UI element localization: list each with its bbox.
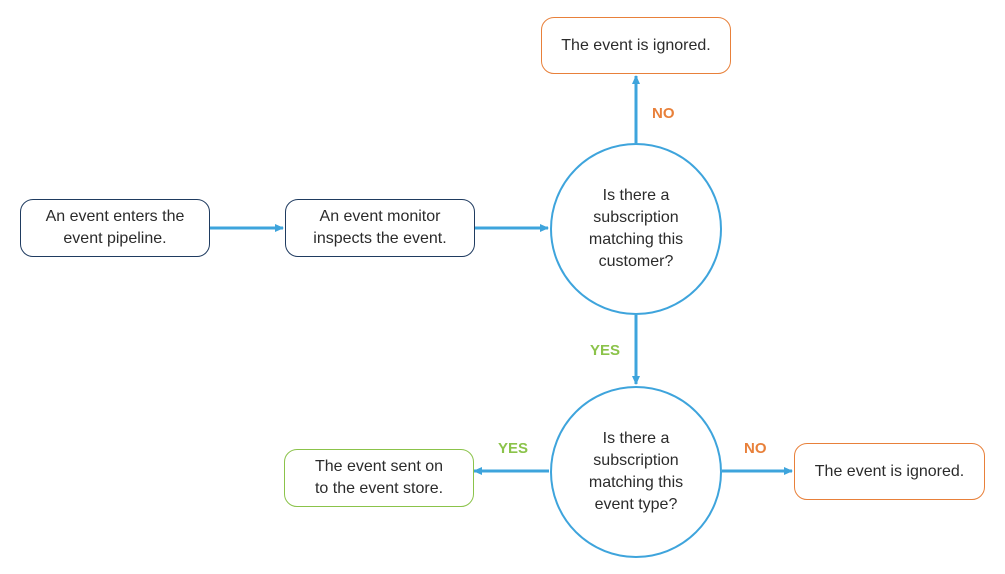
yes-label-middle: YES [590, 342, 621, 359]
customer-subscription-question: Is there a subscription matching this cu… [588, 187, 684, 270]
no-label-right: NO [744, 440, 767, 457]
ignored-top-box: The event is ignored. [541, 17, 731, 74]
event-type-subscription-decision: Is there a subscription matching this ev… [550, 386, 722, 558]
ignored-top-text: The event is ignored. [561, 36, 711, 54]
customer-subscription-decision: Is there a subscription matching this cu… [550, 143, 722, 315]
event-sent-text: The event sent on to the event store. [314, 458, 444, 497]
event-monitor-text: An event monitor inspects the event. [313, 208, 447, 247]
ignored-right-box: The event is ignored. [794, 443, 985, 500]
event-enters-pipeline-box: An event enters the event pipeline. [20, 199, 210, 257]
event-monitor-box: An event monitor inspects the event. [285, 199, 475, 257]
event-enters-pipeline-text: An event enters the event pipeline. [45, 208, 185, 247]
event-sent-box: The event sent on to the event store. [284, 449, 474, 507]
ignored-right-text: The event is ignored. [814, 462, 965, 480]
yes-label-left: YES [498, 440, 529, 457]
no-label-top: NO [652, 105, 675, 122]
event-type-subscription-question: Is there a subscription matching this ev… [588, 430, 684, 513]
